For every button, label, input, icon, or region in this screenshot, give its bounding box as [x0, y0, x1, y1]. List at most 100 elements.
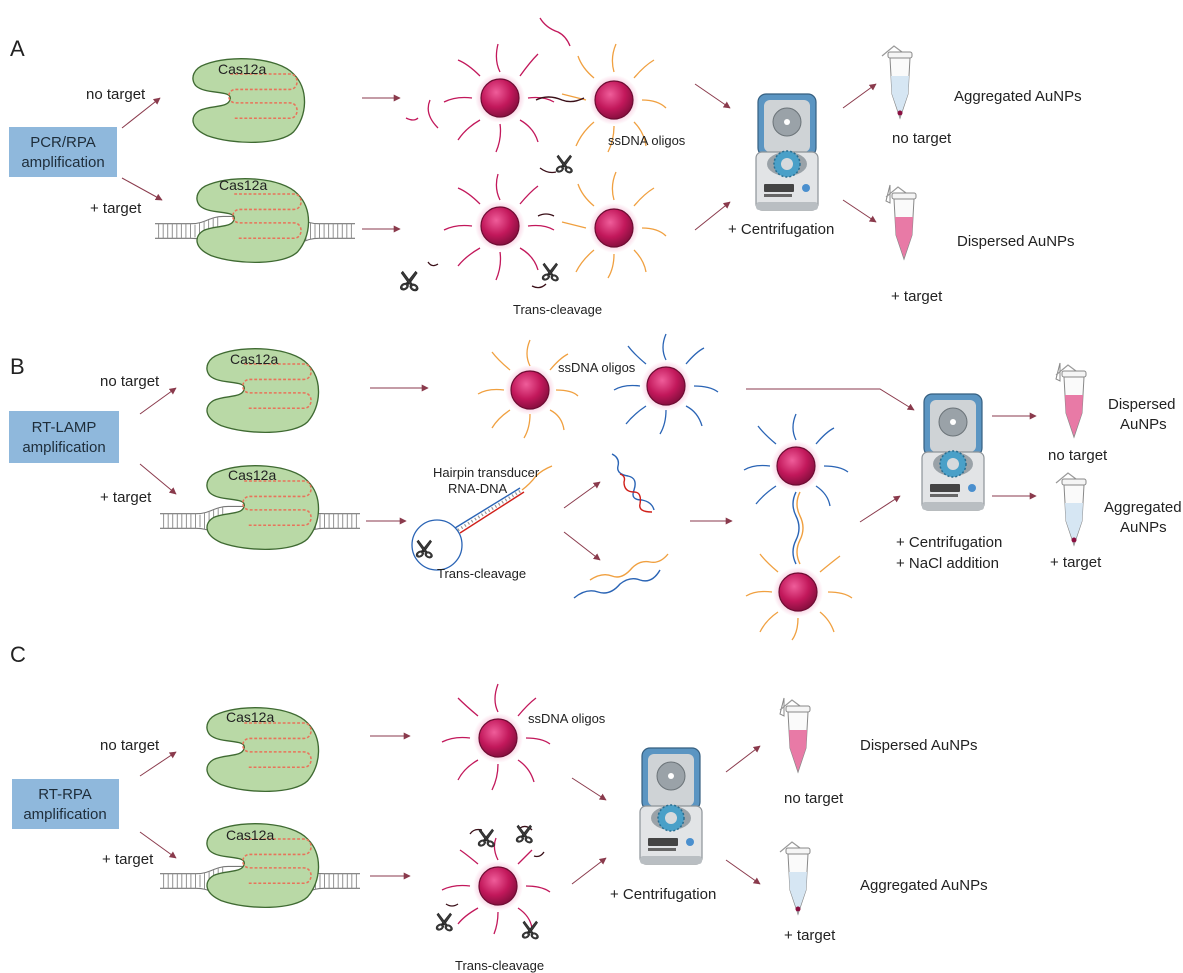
- cleaved-fragments: [445, 825, 545, 907]
- condition-label-c-bottom: + target: [784, 927, 836, 944]
- arrow: [746, 388, 915, 411]
- scissors-icon: [554, 154, 575, 175]
- centrifugation-label-b-2: + NaCl addition: [896, 555, 999, 572]
- arrow: [571, 777, 607, 801]
- cleaved-strand: [619, 473, 653, 513]
- scissors-icon: [398, 270, 420, 293]
- cleaved-fragments: [427, 167, 557, 289]
- cleaved-strand: [611, 453, 655, 511]
- panel-c: C RT-RPA amplification no target + targe…: [10, 642, 988, 973]
- plus-target-label-c: + target: [102, 851, 154, 868]
- arrow: [694, 83, 731, 109]
- microtube-icon: [779, 841, 811, 915]
- arrow: [859, 495, 901, 523]
- cas12a-label-b-bottom: Cas12a: [228, 467, 276, 483]
- microtube-icon: [1055, 472, 1087, 546]
- centrifugation-label-a: + Centrifugation: [728, 221, 834, 238]
- condition-label-c-top: no target: [784, 790, 844, 807]
- panel-b: B RT-LAMP amplification no target + targ…: [9, 333, 1182, 641]
- gold-nanoparticle-icon: [588, 74, 640, 126]
- result-label-c-top: Dispersed AuNPs: [860, 737, 978, 754]
- gold-nanoparticle-icon: [504, 364, 556, 416]
- arrow: [139, 463, 177, 495]
- microtube-icon: [779, 697, 811, 773]
- panel-b-letter: B: [10, 354, 25, 379]
- gold-nanoparticle-icon: [474, 72, 526, 124]
- condition-label-b-top: no target: [1048, 447, 1108, 464]
- trans-cleavage-label-b: Trans-cleavage: [437, 566, 526, 581]
- hairpin-label-1: Hairpin transducer: [433, 465, 540, 480]
- nanoparticle-orange-b-top: [477, 339, 579, 439]
- no-target-label-a: no target: [86, 86, 146, 103]
- panel-c-letter: C: [10, 642, 26, 667]
- cas12a-label-c-bottom: Cas12a: [226, 827, 274, 843]
- cas12a-label-a-top: Cas12a: [218, 61, 266, 77]
- linker-strand: [796, 491, 804, 565]
- scissors-icon: [476, 828, 497, 849]
- amplification-box-a: [9, 127, 117, 177]
- result-label-b-top-1: Dispersed: [1108, 396, 1176, 413]
- ssdna-label-b: ssDNA oligos: [558, 360, 636, 375]
- amplification-label-b-2: amplification: [22, 439, 105, 456]
- centrifuge-icon: [921, 393, 985, 511]
- arrow: [563, 531, 601, 561]
- amplification-label-c-1: RT-RPA: [38, 786, 92, 803]
- gold-nanoparticle-icon: [770, 440, 822, 492]
- arrow: [139, 387, 177, 415]
- arrow: [571, 857, 607, 885]
- nanoparticle-magenta-a-bottom: [443, 173, 555, 281]
- amplification-label-a-2: amplification: [21, 154, 104, 171]
- condition-label-a-top: no target: [892, 130, 952, 147]
- cleaved-strand: [573, 569, 661, 599]
- arrow: [842, 83, 877, 109]
- gold-nanoparticle-icon: [472, 860, 524, 912]
- nanoparticle-blue-b-top: [613, 333, 719, 435]
- nanoparticle-magenta-c-top: [441, 683, 551, 791]
- scissors-icon: [514, 824, 535, 845]
- amplification-box-c: [12, 779, 119, 829]
- scissors-icon: [520, 920, 541, 941]
- ssdna-label-c: ssDNA oligos: [528, 711, 606, 726]
- panel-a: A PCR/RPA amplification no target + targ…: [9, 17, 1082, 317]
- linker-strand: [792, 491, 800, 565]
- nanoparticle-orange-a-bottom: [561, 171, 667, 279]
- arrow: [842, 199, 877, 223]
- arrow: [725, 859, 761, 885]
- trans-cleavage-label-c: Trans-cleavage: [455, 958, 544, 973]
- microtube-icon: [1055, 362, 1087, 438]
- hairpin-transducer-icon: [411, 465, 553, 571]
- gold-nanoparticle-icon: [474, 200, 526, 252]
- nanoparticle-magenta-a-top: [405, 17, 571, 153]
- result-label-c-bottom: Aggregated AuNPs: [860, 877, 988, 894]
- amplification-label-b-1: RT-LAMP: [32, 419, 97, 436]
- arrow: [121, 97, 161, 129]
- amplification-box-b: [9, 411, 119, 463]
- cleaved-strand: [589, 553, 669, 581]
- nanoparticle-orange-a-top: [561, 43, 667, 153]
- plus-target-label-b: + target: [100, 489, 152, 506]
- arrow: [563, 481, 601, 509]
- hairpin-label-2: RNA-DNA: [448, 481, 508, 496]
- arrow: [694, 201, 731, 231]
- centrifuge-icon: [755, 93, 819, 211]
- arrow: [139, 831, 177, 859]
- cas12a-label-a-bottom: Cas12a: [219, 177, 267, 193]
- result-label-b-bottom-2: AuNPs: [1120, 519, 1167, 536]
- hybridized-oligo: [535, 96, 585, 103]
- centrifugation-label-b-1: + Centrifugation: [896, 534, 1002, 551]
- result-label-a-top: Aggregated AuNPs: [954, 88, 1082, 105]
- condition-label-b-bottom: + target: [1050, 554, 1102, 571]
- plus-target-label-a: + target: [90, 200, 142, 217]
- nanoparticle-blue-b-bottom: [743, 413, 849, 507]
- result-label-b-bottom-1: Aggregated: [1104, 499, 1182, 516]
- microtube-icon: [881, 45, 913, 119]
- gold-nanoparticle-icon: [640, 360, 692, 412]
- arrow: [121, 177, 163, 201]
- result-label-a-bottom: Dispersed AuNPs: [957, 233, 1075, 250]
- gold-nanoparticle-icon: [472, 712, 524, 764]
- arrow: [139, 751, 177, 777]
- centrifugation-label-c: + Centrifugation: [610, 886, 716, 903]
- cas12a-label-c-top: Cas12a: [226, 709, 274, 725]
- gold-nanoparticle-icon: [772, 566, 824, 618]
- microtube-icon: [885, 184, 917, 260]
